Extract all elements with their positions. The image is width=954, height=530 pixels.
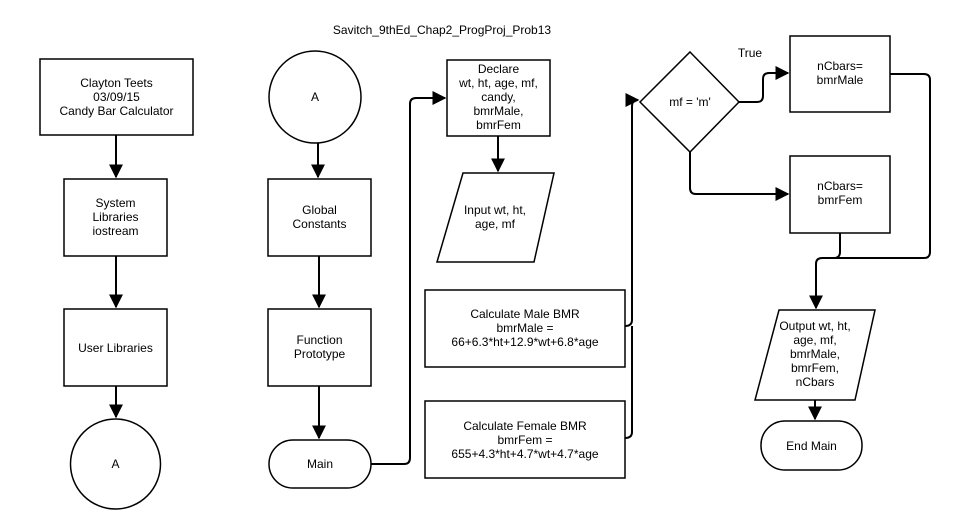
input-line-1: Input wt, ht, (464, 203, 526, 217)
declare-line-4: bmrMale, (473, 104, 523, 118)
output-line-1: Output wt, ht, (779, 319, 850, 333)
connector-out-label: A (111, 457, 119, 471)
header-line-1: Clayton Teets (80, 76, 153, 90)
system-libraries-line-2: Libraries (92, 210, 138, 224)
calc-male-line-2: bmrMale = (496, 321, 553, 335)
declare-line-2: wt, ht, age, mf, (458, 76, 538, 90)
output-line-2: age, mf, (793, 333, 836, 347)
function-prototype-line-1: Function (296, 333, 342, 347)
declare-line-3: candy, (481, 90, 515, 104)
calc-male-line-1: Calculate Male BMR (470, 307, 580, 321)
diagram-title: Savitch_9thEd_Chap2_ProgProj_Prob13 (333, 23, 551, 37)
global-constants-box[interactable]: Global Constants (267, 178, 372, 257)
function-prototype-box[interactable]: Function Prototype (267, 308, 372, 387)
output-line-3: bmrMale, (790, 347, 840, 361)
edge-ncbars-female-to-output (822, 233, 841, 259)
ncbars-female-box[interactable]: nCbars= bmrFem (789, 155, 891, 234)
decision-label: mf = 'm' (669, 95, 711, 109)
edge-ncbars-male-to-output (809, 73, 931, 310)
header-line-2: 03/09/15 (93, 90, 140, 104)
calc-female-line-1: Calculate Female BMR (463, 419, 587, 433)
true-branch-label: True (738, 46, 763, 60)
declare-box[interactable]: Declare wt, ht, age, mf, candy, bmrMale,… (446, 59, 551, 137)
end-main-label: End Main (786, 439, 837, 453)
input-parallelogram[interactable]: Input wt, ht, age, mf (435, 172, 555, 263)
calc-female-line-3: 655+4.3*ht+4.7*wt+4.7*age (451, 447, 598, 461)
main-label: Main (307, 457, 333, 471)
end-main-terminal[interactable]: End Main (760, 420, 863, 471)
calc-male-line-3: 66+6.3*ht+12.9*wt+6.8*age (451, 335, 598, 349)
header-line-3: Candy Bar Calculator (59, 104, 173, 118)
ncbars-male-line-2: bmrMale (817, 73, 864, 87)
ncbars-female-line-2: bmrFem (818, 193, 863, 207)
output-line-5: nCbars (796, 375, 835, 389)
ncbars-female-line-1: nCbars= (817, 179, 863, 193)
edge-decision-true-to-ncbars-male (739, 66, 790, 103)
ncbars-male-line-1: nCbars= (817, 59, 863, 73)
declare-line-1: Declare (478, 62, 520, 76)
edge-calc-male-to-decision (624, 93, 640, 327)
calc-female-line-2: bmrFem = (497, 433, 552, 447)
function-prototype-line-2: Prototype (294, 347, 346, 361)
calc-female-box[interactable]: Calculate Female BMR bmrFem = 655+4.3*ht… (424, 400, 626, 479)
calc-male-box[interactable]: Calculate Male BMR bmrMale = 66+6.3*ht+1… (424, 289, 626, 368)
system-libraries-box[interactable]: System Libraries iostream (63, 178, 168, 257)
header-box[interactable]: Clayton Teets 03/09/15 Candy Bar Calcula… (39, 58, 194, 136)
connector-in-label: A (311, 90, 319, 104)
global-constants-line-1: Global (302, 203, 337, 217)
global-constants-line-2: Constants (292, 217, 346, 231)
declare-line-5: bmrFem (476, 118, 521, 132)
edge-decision-false-to-ncbars-female (689, 152, 790, 201)
connector-out[interactable]: A (69, 418, 162, 510)
output-parallelogram[interactable]: Output wt, ht, age, mf, bmrMale, bmrFem,… (754, 309, 876, 401)
main-terminal[interactable]: Main (268, 439, 372, 489)
connector-in[interactable]: A (268, 50, 362, 144)
system-libraries-line-1: System (95, 196, 135, 210)
output-line-4: bmrFem, (791, 361, 839, 375)
decision-diamond[interactable]: mf = 'm' (638, 50, 741, 154)
input-line-2: age, mf (475, 217, 516, 231)
edge-calc-female-to-decision (624, 326, 633, 439)
edge-main-to-declare (371, 91, 447, 465)
system-libraries-line-3: iostream (92, 224, 138, 238)
ncbars-male-box[interactable]: nCbars= bmrMale (789, 35, 891, 113)
user-libraries-label: User Libraries (78, 341, 153, 355)
user-libraries-box[interactable]: User Libraries (63, 308, 168, 387)
